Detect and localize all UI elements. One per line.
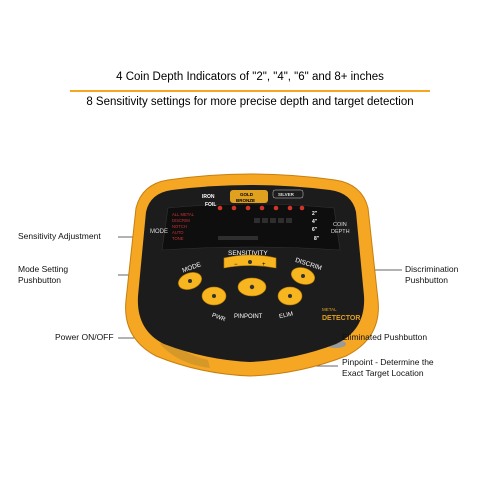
elim-icon [288,294,292,298]
gold-bronze-badge [230,190,268,203]
silver-label: SILVER [278,192,295,197]
mode-button[interactable] [176,269,204,292]
sensitivity-button[interactable]: − + [223,254,277,269]
lcd-segments [218,218,292,240]
indicator-dot [217,205,223,211]
depth-marks: 2" 4" 6" 8" [312,211,320,242]
brand-small: METAL [322,307,337,312]
iron-label: IRON [202,194,215,200]
pinpoint-label: PINPOINT [234,314,263,320]
indicator-dot [231,205,237,211]
indicator-dot-icon [248,260,252,264]
mode-row: TONE [172,236,184,241]
pwr-label: PWR [211,313,227,324]
callout-pinpoint-line1: Pinpoint - Determine the [342,357,434,367]
lcd-segment [262,218,268,223]
mode-screen-label: MODE [150,229,168,235]
mode-row: NOTCH [172,224,187,229]
button-dot-icon [188,279,192,283]
button-dot-icon [301,274,305,278]
depth-mark: 6" [312,227,318,233]
coin-label: COIN [333,222,347,228]
elim-label: ELIM [279,311,294,320]
depth-mark: 4" [312,219,318,225]
callout-discrim-line2: Pushbutton [405,275,449,285]
power-icon [212,294,216,298]
discrim-button[interactable] [289,265,317,288]
depth-mark: 2" [312,211,318,217]
callout-discrim-line1: Discrimination [405,264,459,274]
power-button[interactable] [201,286,227,306]
lcd-segment [218,236,258,240]
callout-pinpoint-line2: Exact Target Location [342,368,424,378]
indicator-dot [273,205,279,211]
indicator-dot [245,205,251,211]
callout-eliminated: Eliminated Pushbutton [342,332,428,342]
target-icon [249,284,255,290]
lcd-segment [270,218,276,223]
mode-row: ALL METAL [172,212,195,217]
brand-logo: DETECTOR [322,315,360,322]
banner-depth-indicators: 4 Coin Depth Indicators of "2", "4", "6"… [116,71,384,83]
mode-row: DISCRIM [172,218,190,223]
plus-icon: + [262,262,266,268]
mode-row: AUTO [172,230,184,235]
callout-mode-line1: Mode Setting [18,264,69,274]
depth-label: DEPTH [331,229,350,235]
lcd-segment [286,218,292,223]
callout-sensitivity: Sensitivity Adjustment [18,231,101,241]
minus-icon: − [234,262,238,268]
mode-rows: ALL METAL DISCRIM NOTCH AUTO TONE [172,212,195,241]
foil-label: FOIL [205,202,216,208]
silver-badge [272,189,304,199]
lcd-segment [254,218,260,223]
gold-label: GOLD [240,192,254,197]
indicator-dot [287,205,293,211]
banner-divider [70,90,430,92]
category-indicators [217,205,305,211]
elim-button[interactable] [277,286,303,306]
banner-sensitivity-settings: 8 Sensitivity settings for more precise … [86,96,414,108]
callout-power: Power ON/OFF [55,332,114,342]
lcd-segment [278,218,284,223]
indicator-dot [299,205,305,211]
indicator-dot [259,205,265,211]
sensitivity-label: SENSITIVITY [228,250,268,257]
callout-mode-line2: Pushbutton [18,275,62,285]
lcd-screen [161,203,341,251]
bronze-label: BRONZE [236,198,255,203]
depth-mark: 8" [314,236,320,242]
pinpoint-button[interactable] [237,277,267,297]
